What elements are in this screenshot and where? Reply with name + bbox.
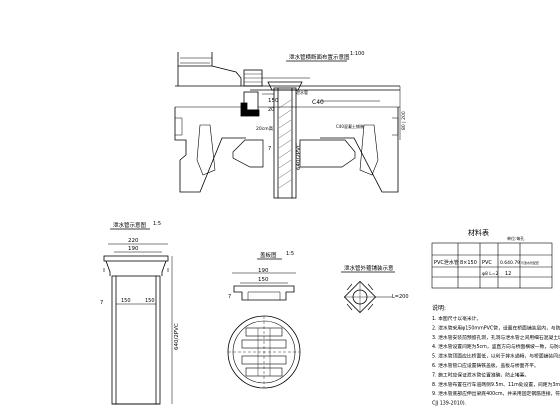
section-title: 泄水管横断面布置示意图 bbox=[289, 53, 350, 61]
note-line: 9. 泄水管底部应伸出梁底400cm，并采用固定钢筋连接，符合规范要求 bbox=[432, 390, 560, 397]
pipe-dim-640: 640/2PVC bbox=[174, 323, 180, 350]
table-row2-qty: 12 bbox=[505, 271, 511, 277]
notes-block: 说明: 1. 本图尺寸以毫米计。 2. 泄水管采用φ150mmPVC管，设置在桥面… bbox=[432, 304, 560, 407]
concrete-label: C40 bbox=[312, 99, 324, 106]
install-sketch bbox=[343, 280, 377, 314]
note-line: 6. 泄水管管口应设置铸铁盖板，盖板与桥面齐平。 bbox=[432, 362, 539, 369]
notes-title: 说明: bbox=[432, 304, 446, 312]
pipe-dim-7: 7 bbox=[100, 300, 103, 306]
parapet bbox=[177, 52, 242, 86]
table-title: 材料表 bbox=[468, 228, 489, 237]
pipe-flange-top bbox=[103, 255, 169, 262]
pipe-dim-150b: 150 bbox=[145, 298, 155, 304]
cover-dim-190: 190 bbox=[258, 268, 269, 274]
cover-dim-7: 7 bbox=[228, 294, 231, 300]
notes-lines: 1. 本图尺寸以毫米计。 2. 泄水管采用φ150mmPVC管，设置在桥面铺装层内… bbox=[432, 315, 560, 407]
install-title: 泄水管外箍铺装示意 bbox=[344, 264, 394, 272]
note-line: 8. 泄水管布置在行车道两侧9.5m、11m处设置，间距为3m一道。 bbox=[432, 381, 560, 388]
table-row2-mat: φ8 L=2 bbox=[482, 271, 499, 277]
inner-cell bbox=[232, 139, 264, 168]
pipe-scale: 1:5 bbox=[153, 221, 161, 227]
right-dim: 80 | 200 bbox=[401, 111, 407, 130]
install-detail-drawing: 泄水管外箍铺装示意 L=200 bbox=[341, 264, 409, 314]
pipe-dim-150a: 150 bbox=[121, 298, 131, 304]
note-line: 4. 泄水管设置间距为5cm，竖直方向与桥面横坡一致，与防水层连接紧密。 bbox=[432, 343, 560, 350]
material-table: 材料表 单位:每孔 PVC泄水管 8×150 PVC 0.640.79 与泄水管… bbox=[431, 228, 553, 289]
note-line: 7. 施工时应保证泄水管位置准确，防止堵塞。 bbox=[432, 371, 529, 378]
dim-7: 7 bbox=[268, 146, 271, 152]
cover-profile bbox=[233, 285, 295, 301]
pipe-dim-220: 220 bbox=[128, 238, 139, 244]
note-line: 1. 本图尺寸以毫米计。 bbox=[432, 315, 481, 322]
dim-150: 150 bbox=[268, 98, 279, 104]
note-line: 2. 泄水管采用φ150mmPVC管，设置在桥面铺装层内，与防水层相接。 bbox=[432, 324, 560, 331]
note-line: 3. 泄水管安装前预留孔洞，孔洞与泄水管之间用细石混凝土填塞。 bbox=[432, 334, 560, 341]
cover-dim-150: 150 bbox=[258, 277, 269, 283]
note-line: CJJ 139-2010). bbox=[432, 401, 466, 407]
table-row1-qty: 0.640.79 bbox=[500, 260, 520, 266]
table-unit: 单位:每孔 bbox=[507, 235, 524, 241]
cover-detail-drawing: 盖板图 1:5 190 150 7 bbox=[227, 251, 301, 389]
table-row1-note: 与泄水管配套 bbox=[521, 260, 539, 265]
tag-label: 泄水管 bbox=[296, 89, 308, 95]
pipe-dim-190: 190 bbox=[128, 246, 139, 252]
spec-label: C40混凝土铺装 bbox=[336, 123, 364, 129]
table-row1-name: PVC泄水管 bbox=[434, 259, 459, 266]
dim-20: 20 bbox=[268, 107, 274, 113]
drain-pipe bbox=[273, 87, 297, 199]
pipe-flange bbox=[267, 81, 303, 91]
cover-scale: 1:5 bbox=[286, 251, 294, 257]
install-dim: L=200 bbox=[392, 294, 409, 300]
table-row1-mat: PVC bbox=[482, 260, 492, 266]
pipe-body bbox=[111, 275, 161, 405]
pipe-title: 泄水管示意图 bbox=[113, 221, 147, 229]
cover-grate bbox=[241, 327, 287, 377]
section-scale: 1:100 bbox=[350, 51, 364, 57]
note-line: 5. 泄水管顶面应比桥面低，以利于排水通畅，与桥面铺装同步施工。 bbox=[432, 353, 560, 360]
wall-label: 20cm高 bbox=[256, 125, 274, 132]
dim-640: 640/2PVC bbox=[296, 143, 302, 170]
cross-section-drawing: 泄水管横断面布置示意图 1:100 150 20 bbox=[174, 51, 407, 199]
pipe-detail-drawing: 泄水管示意图 1:5 220 190 7 150 150 640/2PVC bbox=[100, 221, 180, 405]
cover-title: 盖板图 bbox=[260, 251, 277, 259]
box-girder bbox=[174, 107, 399, 193]
table-row1-spec: 8×150 bbox=[460, 260, 477, 266]
